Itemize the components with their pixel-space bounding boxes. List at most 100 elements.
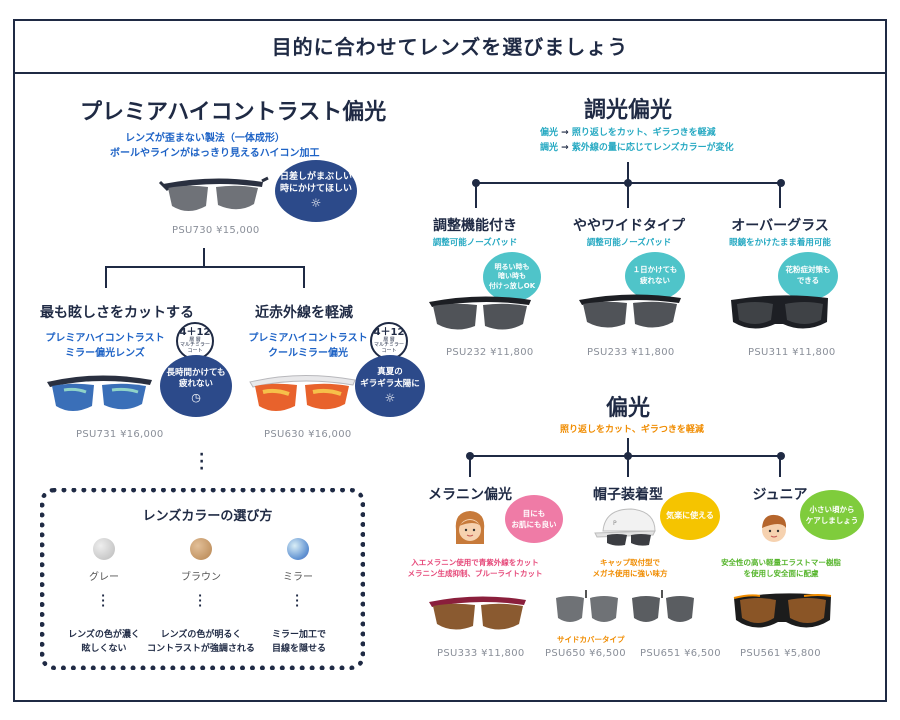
- dimming-item-2-bubble-line1: １日かけても: [632, 265, 678, 275]
- polarized-item-3-bubble-line1: 小さい頃から: [809, 504, 855, 514]
- polarized-dot-right: [777, 452, 785, 460]
- polarized-item-1-bubble: 目にも お肌にも良い: [505, 495, 563, 543]
- premium-left-sub: プレミアハイコントラスト ミラー偏光レンズ: [40, 332, 170, 361]
- sunglasses-psu561-image: [733, 593, 832, 628]
- premium-left-sub1: プレミアハイコントラスト: [45, 333, 165, 344]
- dimming-tree-mid: [627, 182, 629, 208]
- polarized-item-2-name: 帽子装着型: [593, 487, 663, 503]
- polarized-item-1-desc-line1: 入エメラニン使用で青紫外線をカット: [411, 558, 539, 567]
- polarized-item-1-name: メラニン偏光: [428, 487, 512, 503]
- badge-right-num: 4＋12: [373, 326, 405, 338]
- dimming-item-1-sub: 調整可能ノーズパッド: [432, 238, 518, 248]
- premium-right-bubble-line1: 真夏の: [377, 366, 403, 377]
- badge-left-sub2: マルチミラー: [179, 342, 210, 349]
- polarized-item-2-desc: キャップ取付型で メガネ使用に強い味方: [580, 557, 680, 580]
- dimming-item-3-name: オーバーグラス: [731, 218, 829, 234]
- premium-right-sub2: クールミラー偏光: [268, 347, 348, 359]
- psu651-price: PSU651 ¥6,500: [640, 648, 721, 659]
- mirror-desc-line1: ミラー加工で: [271, 630, 326, 640]
- psu232-price: PSU232 ¥11,800: [446, 347, 534, 358]
- polarized-heading: 偏光: [605, 396, 650, 421]
- dimming-legend-a2: 調光: [540, 143, 559, 154]
- polarized-tree-stem: [627, 438, 629, 456]
- cap-icon: P: [594, 508, 656, 546]
- premium-left-bubble-line1: 長時間かけても: [166, 367, 226, 378]
- dimming-tree-stem: [627, 162, 629, 184]
- premium-bubble: 日差しがまぶしい 時にかけてほしい ☼: [275, 160, 357, 222]
- dimming-item-2-bubble-line2: 疲れない: [640, 276, 670, 285]
- premium-right-sub: プレミアハイコントラスト クールミラー偏光: [248, 332, 368, 361]
- polarized-sub: 照り返しをカット、ギラつきを軽減: [560, 425, 704, 435]
- psu561-price: PSU561 ¥5,800: [740, 648, 821, 659]
- polarized-item-3-bubble: 小さい頃から ケアしましょう: [800, 490, 864, 540]
- premium-bubble-line2: 時にかけてほしい: [279, 184, 352, 195]
- sunglasses-psu731-image: [47, 375, 152, 411]
- polarized-item-3-name: ジュニア: [752, 487, 808, 503]
- sun-icon: ☼: [310, 195, 322, 210]
- psu730-price: PSU730 ¥15,000: [172, 225, 260, 236]
- brown-desc-line1: レンズの色が明るく: [160, 630, 242, 640]
- premium-left-bubble: 長時間かけても 疲れない ◷: [160, 355, 232, 417]
- dimming-item-1-bubble: 明るい時も 暗い時も 付けっ放しOK: [483, 252, 541, 302]
- badge-left-num: 4＋12: [179, 326, 211, 338]
- sunglasses-psu630-image: [249, 374, 356, 411]
- polarized-item-2-bubble-line1: 気楽に使える: [666, 511, 714, 521]
- dimming-item-1-bubble-line2: 暗い時も: [498, 272, 526, 281]
- polarized-tree-mid: [627, 455, 629, 477]
- multi-mirror-badge-right: 4＋12 層 層 マルチミラー コート: [370, 322, 408, 360]
- badge-left-sub3: コート: [187, 347, 203, 354]
- mirror-desc: ミラー加工で 目線を隠せる: [258, 628, 340, 657]
- gray-desc-line1: レンズの色が濃く: [68, 630, 140, 640]
- psu333-price: PSU333 ¥11,800: [437, 648, 525, 659]
- polarized-tree-left: [469, 455, 471, 477]
- psu233-price: PSU233 ¥11,800: [587, 347, 675, 358]
- psu731-price: PSU731 ¥16,000: [76, 429, 164, 440]
- dimming-heading: 調光偏光: [583, 98, 672, 123]
- dimming-item-2-name: ややワイドタイプ: [573, 218, 685, 234]
- premium-desc-line2: ボールやラインがはっきり見えるハイコン加工: [110, 147, 320, 159]
- dimming-item-3-bubble-line2: できる: [796, 276, 820, 285]
- polarized-item-3-desc: 安全性の高い軽量エラストマー樹脂 を使用し安全面に配慮: [716, 557, 846, 580]
- polarized-item-1-desc: 入エメラニン使用で青紫外線をカット メラニン生成抑制、ブルーライトカット: [405, 557, 545, 580]
- mirror-desc-line2: 目線を隠せる: [271, 644, 326, 655]
- polarized-item-2-desc-line2: メガネ使用に強い味方: [592, 569, 668, 579]
- premium-tree-left: [105, 266, 107, 288]
- dimming-item-1-bubble-line1: 明るい時も: [494, 262, 530, 271]
- premium-tree-right: [303, 266, 305, 288]
- clip-on-psu651-image: [632, 590, 694, 622]
- sunglasses-psu232-image: [429, 296, 531, 330]
- polarized-item-1-bubble-line2: お肌にも良い: [511, 520, 557, 529]
- premium-right-bubble-line2: ギラギラ太陽に: [360, 378, 420, 389]
- brown-dots: ···: [198, 589, 203, 612]
- dimming-tree-right: [779, 182, 781, 208]
- badge-right-sub1: 層 層: [383, 336, 395, 343]
- arrow-right-icon: →: [561, 128, 569, 138]
- premium-desc: レンズが歪まない製法（一体成形） ボールやラインがはっきり見えるハイコン加工: [110, 132, 320, 161]
- premium-tree-bar: [105, 266, 305, 268]
- dimming-legend: 偏光 → 照り返しをカット、ギラつきを軽減 調光 → 紫外線の量に応じてレンズカ…: [540, 126, 734, 157]
- polarized-tree-right: [779, 455, 781, 477]
- lens-color-guide: [40, 488, 365, 670]
- sunglasses-psu311-image: [731, 295, 828, 329]
- dimming-legend-b1: 照り返しをカット、ギラつきを軽減: [571, 128, 716, 138]
- dimming-legend-a1: 偏光: [540, 128, 559, 138]
- gray-label: グレー: [89, 572, 119, 583]
- sun-icon-2: ☼: [384, 390, 396, 405]
- premium-heading: プレミアハイコントラスト偏光: [80, 100, 387, 125]
- dimming-item-2-sub: 調整可能ノーズパッド: [586, 238, 672, 248]
- premium-left-heading: 最も眩しさをカットする: [40, 305, 194, 321]
- brown-desc: レンズの色が明るく コントラストが強調される: [145, 628, 257, 657]
- dimming-item-1-bubble-line3: 付けっ放しOK: [488, 281, 536, 290]
- gray-swatch: [93, 538, 115, 560]
- dimming-item-3-bubble-line1: 花粉症対策も: [785, 265, 831, 275]
- dimming-item-3-sub: 眼鏡をかけたまま着用可能: [729, 238, 831, 248]
- brown-label: ブラウン: [181, 572, 221, 583]
- polarized-item-3-desc-line1: 安全性の高い軽量エラストマー樹脂: [721, 558, 841, 567]
- premium-right-heading: 近赤外線を軽減: [255, 305, 353, 321]
- arrow-right-icon-2: →: [561, 143, 569, 154]
- polarized-item-3-bubble-line2: ケアしましょう: [805, 516, 859, 525]
- psu630-price: PSU630 ¥16,000: [264, 429, 352, 440]
- clip-on-psu650-image: [556, 590, 618, 622]
- badge-left-sub1: 層 層: [189, 336, 201, 343]
- psu650-price: PSU650 ¥6,500: [545, 648, 626, 659]
